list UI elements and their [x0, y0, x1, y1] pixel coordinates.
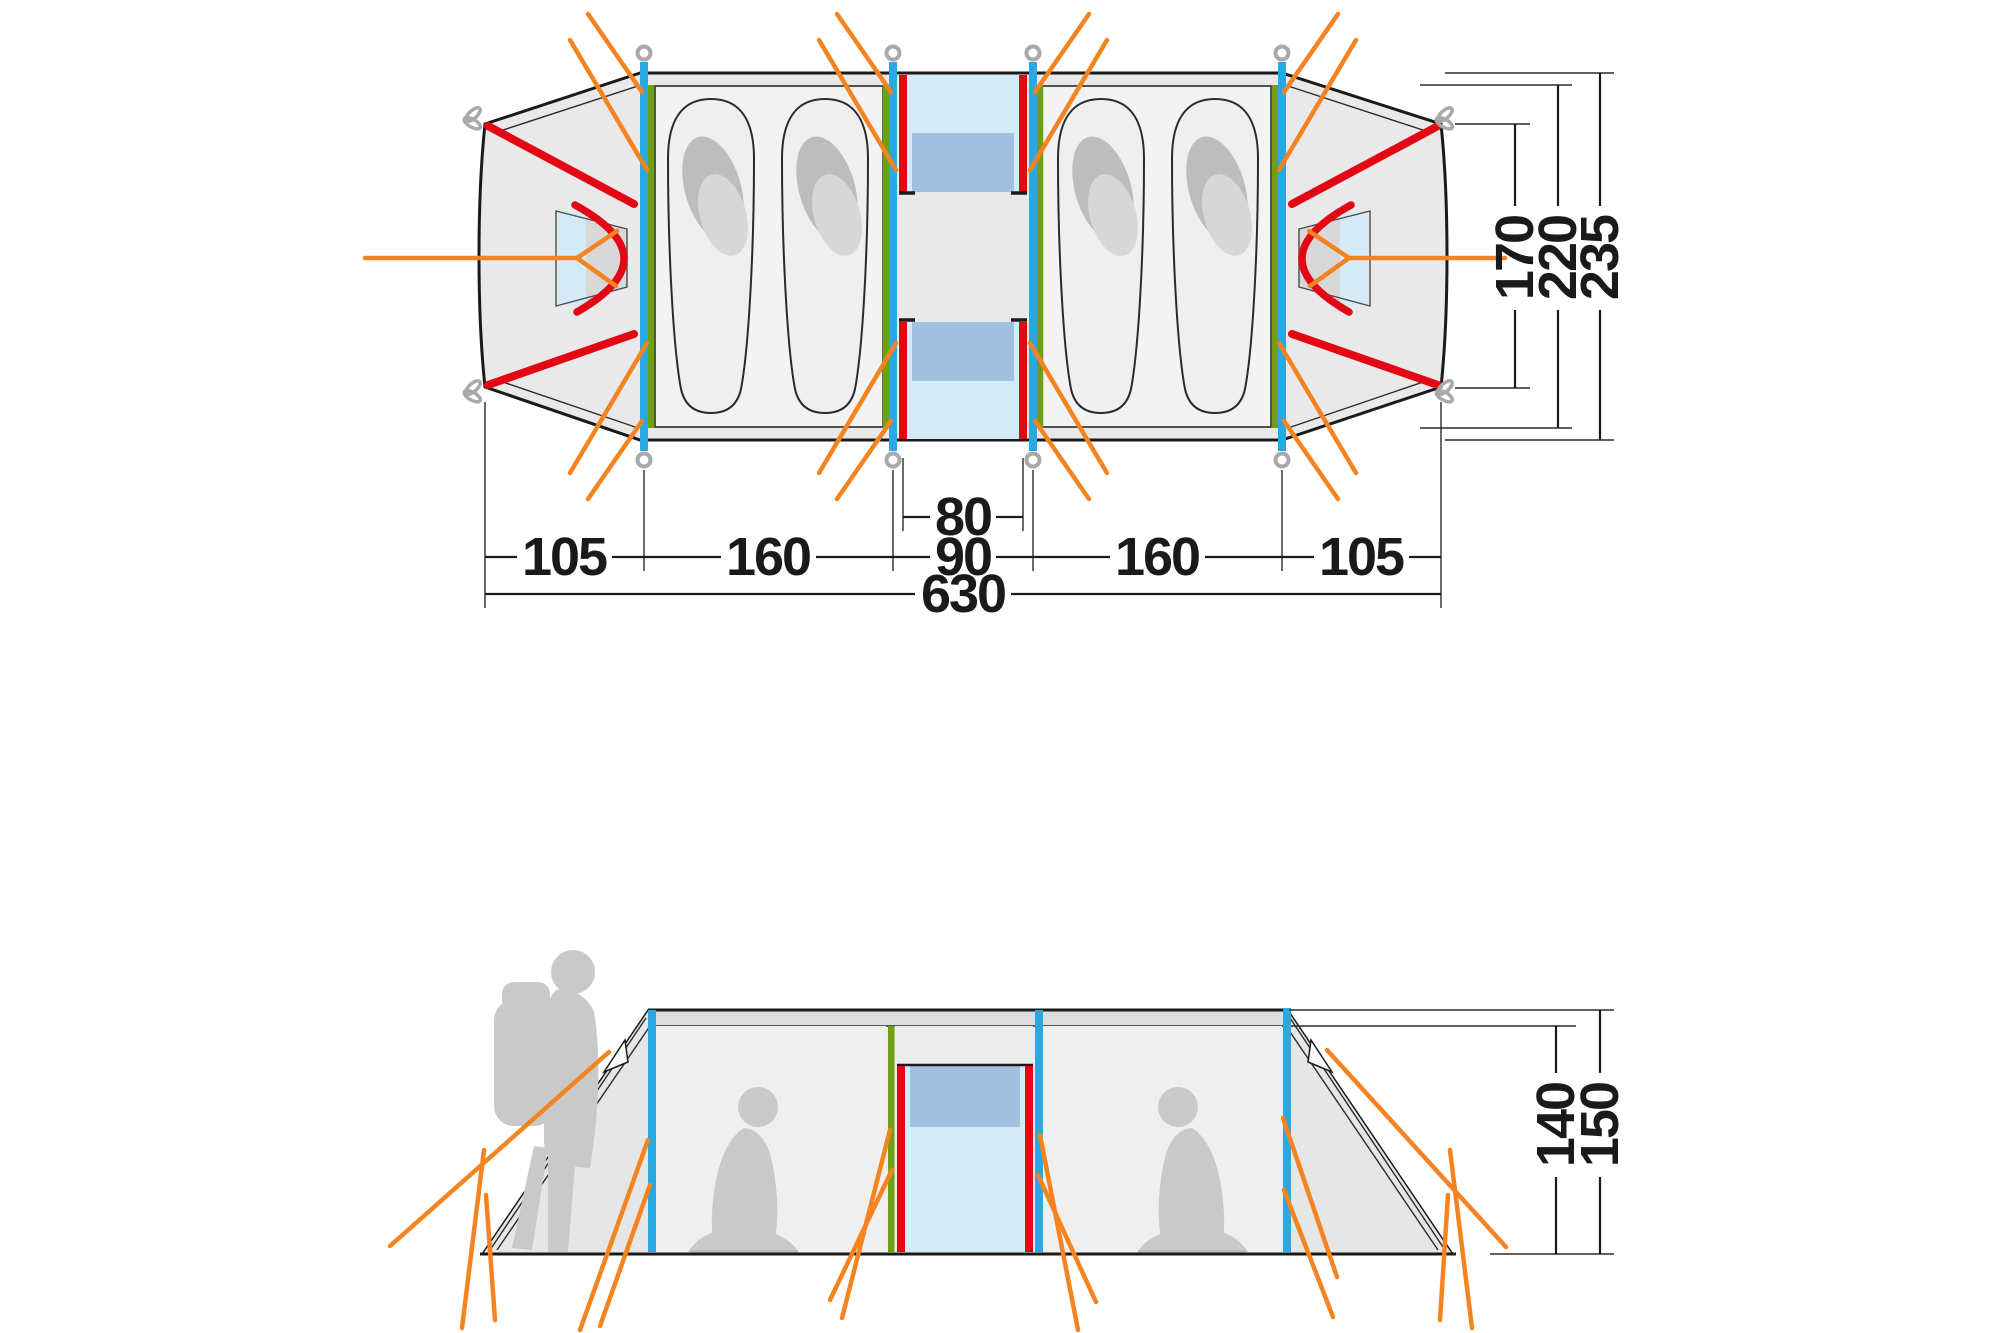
cap-seam-lines	[496, 85, 1430, 429]
blue-poles-top-view	[640, 62, 1286, 451]
right-slope-vent	[1307, 1037, 1334, 1074]
front-door-top-view	[899, 75, 1027, 195]
dim-height-150: 150	[1570, 1083, 1630, 1167]
dim-width-160-left: 160	[726, 527, 810, 587]
right-vestibule-pole	[1288, 122, 1442, 208]
right-side-door	[1298, 201, 1371, 316]
side-view-dimensions: 140 150	[1289, 1009, 1630, 1255]
top-view: 80 105 160 90 160 105 630 170 220 235	[362, 11, 1630, 624]
dim-width-90: 90	[935, 527, 991, 587]
dim-height-140: 140	[1526, 1083, 1586, 1167]
right-vestibule-pole	[1288, 330, 1442, 389]
left-vestibule-pole	[484, 122, 638, 208]
dim-width-105-right: 105	[1319, 527, 1404, 587]
dim-total-width-630: 630	[921, 564, 1005, 624]
back-door-top-view	[899, 318, 1027, 439]
sleeping-bag	[1171, 98, 1262, 414]
sleeping-bag	[1057, 98, 1148, 414]
sleeping-bag	[781, 98, 872, 414]
left-slope-vent	[602, 1037, 629, 1074]
top-view-dimensions: 80 105 160 90 160 105 630 170 220 235	[484, 72, 1630, 624]
dim-depth-220: 220	[1528, 216, 1588, 300]
standing-person-silhouette	[494, 950, 599, 1252]
inner-tent-edges	[647, 85, 1279, 428]
ridge-band	[649, 1010, 1287, 1026]
sleeping-bag	[667, 98, 758, 414]
center-door-side-view	[897, 1063, 1033, 1252]
guy-lines-top	[362, 11, 1508, 502]
dim-door-width-80: 80	[935, 487, 991, 547]
dim-width-160-right: 160	[1115, 527, 1199, 587]
left-vestibule-pole	[484, 330, 638, 389]
dim-depth-235: 235	[1570, 215, 1630, 300]
dim-width-105-left: 105	[522, 527, 607, 587]
guy-lines-side	[387, 1047, 1509, 1333]
dim-depth-170: 170	[1485, 216, 1545, 300]
side-view: 140 150	[387, 950, 1630, 1333]
inner-tent-edge-side	[888, 1026, 895, 1252]
